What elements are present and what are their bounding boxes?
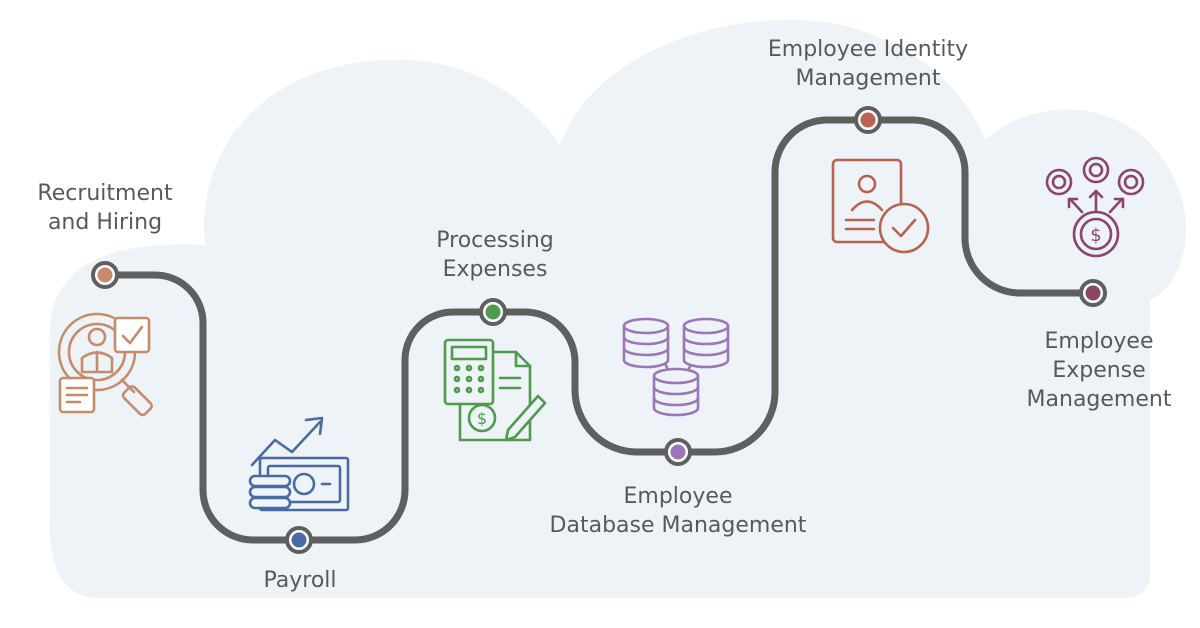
recruitment-search-icon: [57, 312, 153, 417]
svg-text:$: $: [477, 409, 487, 428]
calculator-invoice-icon: $: [443, 338, 547, 442]
step-marker-processing: [479, 298, 507, 326]
step-marker-expense: [1079, 279, 1107, 307]
step-marker-identity: [854, 106, 882, 134]
step-label-identity: Employee Identity Management: [767, 37, 969, 91]
workflow-path: [101, 116, 1097, 544]
step-marker-database: [664, 438, 692, 466]
payroll-money-icon: [248, 416, 350, 512]
step-marker-recruitment: [91, 261, 119, 289]
step-label-payroll: Payroll: [263, 568, 337, 593]
id-card-check-icon: [831, 158, 930, 254]
step-label-database: Employee Database Management: [549, 484, 807, 538]
step-label-recruitment: Recruitment and Hiring: [37, 181, 173, 235]
step-marker-payroll: [285, 526, 313, 554]
step-label-expense: Employee Expense Management: [1026, 329, 1172, 412]
database-icon: [622, 317, 730, 417]
svg-text:$: $: [1090, 225, 1101, 246]
expense-targets-icon: $: [1045, 156, 1145, 258]
step-label-processing: Processing Expenses: [436, 228, 554, 282]
